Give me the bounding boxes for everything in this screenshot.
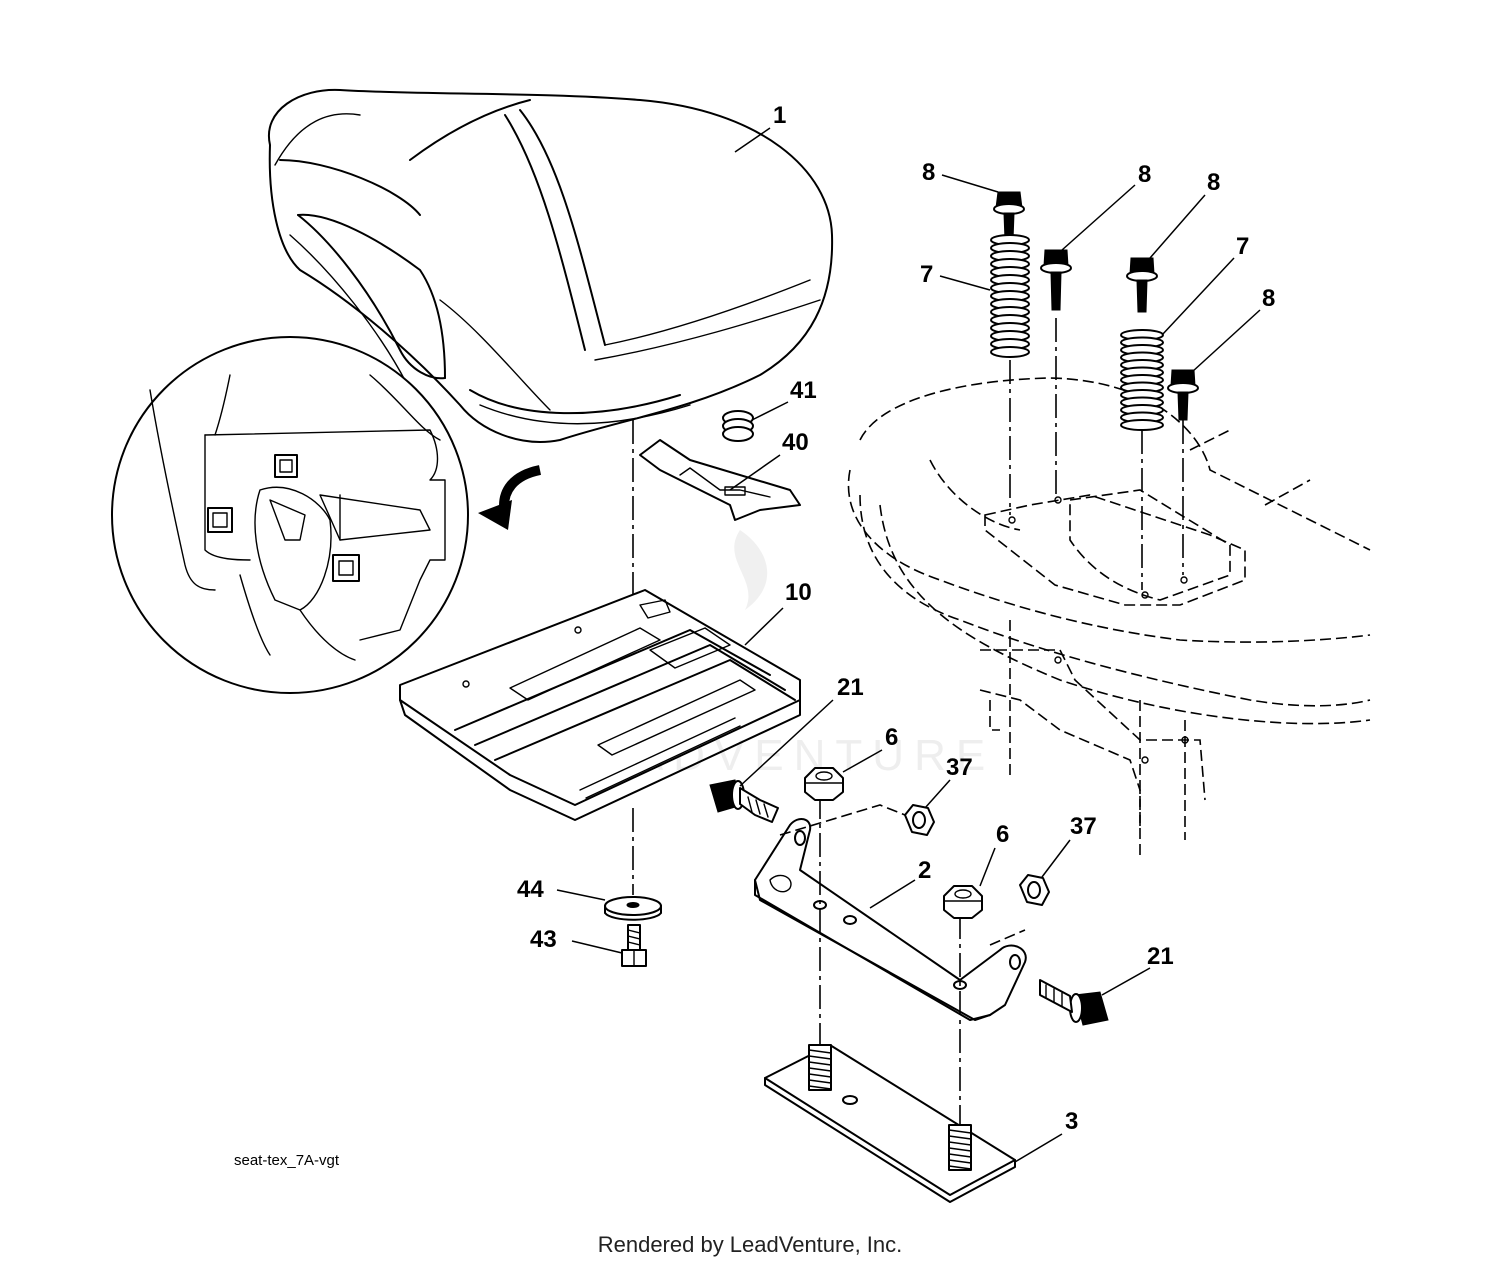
- hex-nut-part-37-a[interactable]: [904, 804, 935, 836]
- callout-leader-c2: [869, 879, 916, 909]
- callout-label-c41[interactable]: 41: [790, 377, 817, 404]
- callout-label-c6a[interactable]: 6: [885, 724, 898, 751]
- callout-leader-c8c: [1149, 194, 1206, 259]
- lock-nut-part-6-a[interactable]: [804, 767, 844, 801]
- shoulder-bolt-part-21-b[interactable]: [1039, 979, 1109, 1026]
- callout-leader-c6b: [979, 847, 996, 887]
- callout-label-c7b[interactable]: 7: [1236, 233, 1249, 260]
- stud-thread: [948, 1147, 972, 1152]
- callout-label-c3[interactable]: 3: [1065, 1108, 1078, 1135]
- stud-thread: [808, 1079, 832, 1084]
- callout-label-c37a[interactable]: 37: [946, 754, 973, 781]
- callout-label-c8d[interactable]: 8: [1262, 285, 1275, 312]
- callout-leader-c44: [556, 889, 606, 901]
- stud-thread: [948, 1141, 972, 1146]
- figure-code: seat-tex_7A-vgt: [234, 1152, 340, 1169]
- spring-part-7-left[interactable]: [990, 234, 1030, 358]
- spring-coil: [1120, 419, 1164, 431]
- detail-inset: [111, 336, 469, 694]
- callout-label-c10[interactable]: 10: [785, 579, 812, 606]
- hex-nut-part-37-b[interactable]: [1019, 874, 1050, 906]
- stud-thread: [808, 1055, 832, 1060]
- shoulder-bolt-part-21-a[interactable]: [709, 779, 779, 823]
- callout-leader-c7a: [939, 275, 991, 291]
- stud-thread: [948, 1153, 972, 1158]
- bolt-part-43[interactable]: [621, 924, 647, 967]
- spring-coil: [990, 346, 1030, 358]
- callout-label-c21a[interactable]: 21: [837, 674, 864, 701]
- stud-thread: [948, 1135, 972, 1140]
- stud-thread: [808, 1073, 832, 1078]
- bracket-part-2[interactable]: [754, 818, 1027, 1021]
- stud-thread: [808, 1067, 832, 1072]
- callout-label-c8b[interactable]: 8: [1138, 161, 1151, 188]
- callout-leader-c43: [571, 940, 623, 954]
- spring-part-41[interactable]: [722, 410, 754, 442]
- bolt-part-8-a[interactable]: [993, 191, 1025, 241]
- lock-nut-part-6-b[interactable]: [943, 885, 983, 919]
- seat-pan-part-10[interactable]: [399, 589, 801, 821]
- callout-label-c37b[interactable]: 37: [1070, 813, 1097, 840]
- callout-leader-c40: [729, 454, 781, 491]
- callout-leader-c41: [751, 401, 789, 421]
- stud-thread: [808, 1049, 832, 1054]
- axis-line-nut-37-a: [779, 804, 906, 836]
- callout-leader-c8b: [1061, 184, 1136, 251]
- spring-part-7-right[interactable]: [1120, 329, 1164, 431]
- callout-label-c43[interactable]: 43: [530, 926, 557, 953]
- stud-thread: [808, 1085, 832, 1090]
- bolt-part-8-b[interactable]: [1040, 249, 1072, 311]
- stud-thread: [948, 1129, 972, 1134]
- stud-thread: [948, 1165, 972, 1170]
- callout-leader-c37a: [924, 779, 951, 809]
- callout-leader-c7b: [1161, 257, 1235, 336]
- mower-frame-outline: [847, 377, 1371, 830]
- bolt-part-8-d[interactable]: [1167, 369, 1199, 421]
- callout-leader-c8d: [1191, 309, 1261, 373]
- clip-part-40[interactable]: [639, 439, 801, 521]
- render-credit: Rendered by LeadVenture, Inc.: [597, 1232, 903, 1257]
- callout-label-c8a[interactable]: 8: [922, 159, 935, 186]
- callout-label-c8c[interactable]: 8: [1207, 169, 1220, 196]
- callout-label-c21b[interactable]: 21: [1147, 943, 1174, 970]
- stud-thread: [808, 1061, 832, 1066]
- callout-leader-c21a: [739, 699, 834, 787]
- curved-arrow-icon: [478, 465, 542, 530]
- callout-label-c7a[interactable]: 7: [920, 261, 933, 288]
- callout-label-c40[interactable]: 40: [782, 429, 809, 456]
- callout-label-c2[interactable]: 2: [918, 857, 931, 884]
- callout-label-c6b[interactable]: 6: [996, 821, 1009, 848]
- callout-leader-c6a: [842, 749, 883, 773]
- callout-leader-c1: [734, 127, 771, 153]
- bolt-part-8-c[interactable]: [1126, 257, 1158, 313]
- callout-leader-c3: [1014, 1133, 1063, 1163]
- plate-part-3[interactable]: [764, 1044, 1016, 1203]
- callout-leader-c8a: [941, 174, 999, 193]
- seat-part-1[interactable]: [267, 88, 834, 443]
- callout-leader-c21b: [1101, 967, 1151, 996]
- washer-part-44[interactable]: [604, 896, 662, 921]
- axis-line-nut-37-b: [989, 929, 1026, 946]
- callout-label-c1[interactable]: 1: [773, 102, 786, 129]
- callout-label-c44[interactable]: 44: [517, 876, 544, 903]
- stud-thread: [948, 1159, 972, 1164]
- callout-leader-c10: [744, 607, 784, 646]
- callout-leader-c37b: [1041, 839, 1071, 878]
